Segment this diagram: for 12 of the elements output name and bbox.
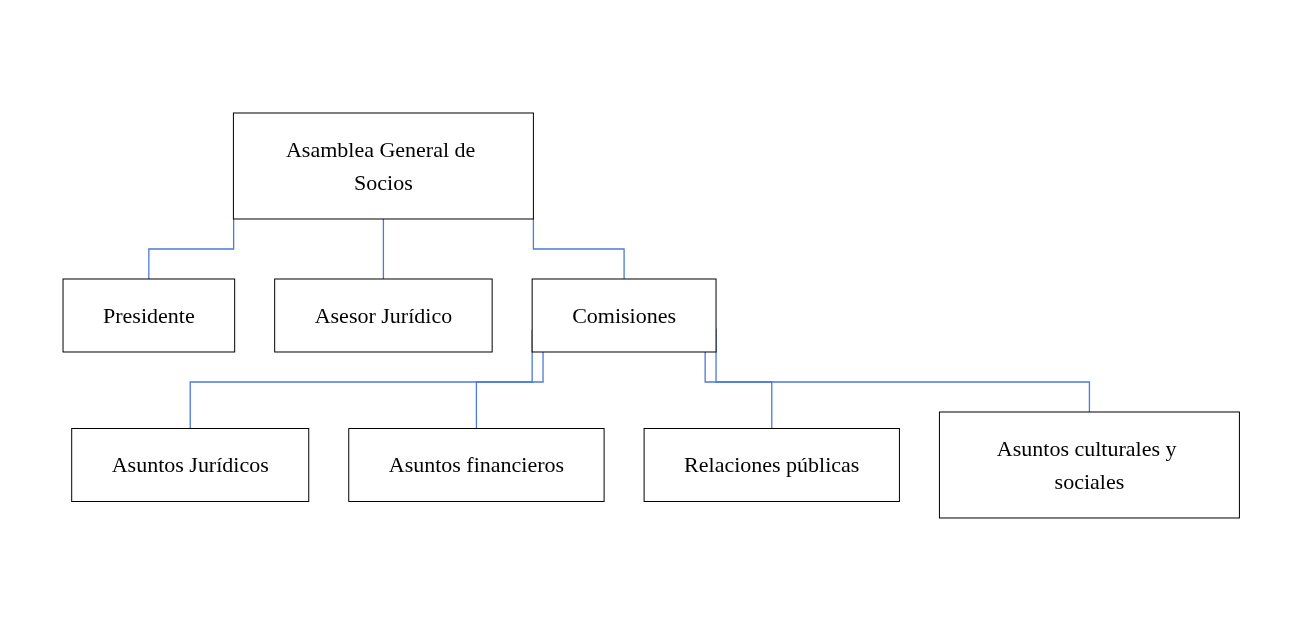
connector [704, 350, 773, 429]
node-box: Presidente [62, 278, 236, 352]
connector [476, 350, 544, 429]
node-box: Comisiones [531, 278, 717, 352]
connector [383, 217, 385, 280]
node-box: Relaciones públicas [643, 427, 901, 502]
node-box: Asuntos financieros [348, 427, 605, 502]
node-box: Asesor Jurídico [274, 278, 493, 352]
node-box: Asuntos Jurídicos [71, 427, 310, 502]
node-box: Asuntos culturales y sociales [939, 411, 1241, 518]
node-box: Asamblea General de Socios [233, 112, 535, 219]
connector [148, 217, 235, 280]
